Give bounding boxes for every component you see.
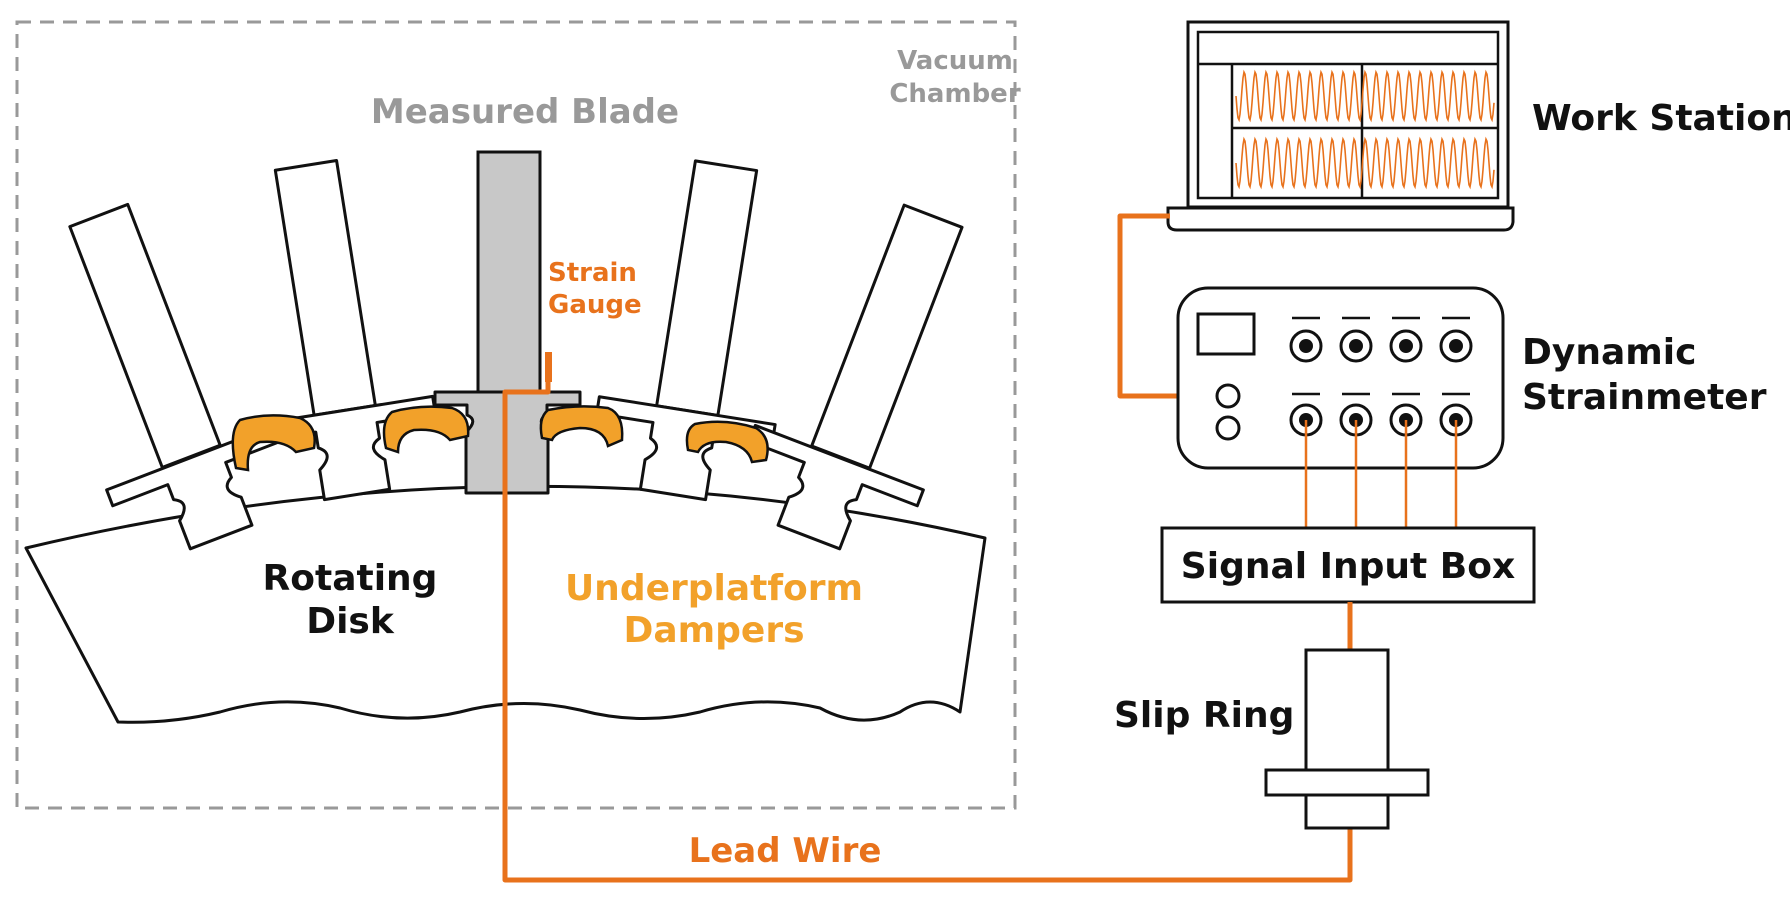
blade-4 <box>595 159 777 502</box>
waveform-bottom <box>1235 136 1495 190</box>
vacuum-chamber-box <box>15 20 1017 810</box>
damper-1 <box>231 414 316 472</box>
lead-wire-label: Lead Wire <box>689 831 882 871</box>
slip-ring <box>1264 648 1430 830</box>
damper-2 <box>382 405 470 454</box>
lead-wire <box>502 382 1353 883</box>
channel-wires <box>1304 420 1458 528</box>
workstation-cable <box>1117 213 1222 399</box>
strain-gauge-label-line1: Strain <box>548 258 637 288</box>
underplatform-label-line1: Underplatform <box>565 568 863 609</box>
slip-ring-label: Slip Ring <box>1114 695 1294 736</box>
strainmeter-top-ports <box>1289 316 1473 363</box>
vacuum-chamber-label-line2: Chamber <box>889 79 1020 109</box>
measured-blade-label: Measured Blade <box>371 92 679 132</box>
rotating-disk-label-line2: Disk <box>306 601 395 642</box>
damper-3 <box>539 405 624 448</box>
vacuum-chamber-label-line1: Vacuum <box>897 46 1013 76</box>
work-station-label: Work Station <box>1532 98 1790 139</box>
dynamic-strainmeter <box>1176 286 1505 470</box>
work-station <box>1166 20 1515 232</box>
blade-2 <box>255 159 437 502</box>
signal-input-box-label: Signal Input Box <box>1181 546 1515 587</box>
rotating-disk-label-line1: Rotating <box>263 558 438 599</box>
damper-4 <box>685 420 769 464</box>
strain-gauge-patch <box>545 352 552 382</box>
blade-5 <box>747 203 964 551</box>
strainmeter-label-line1: Dynamic <box>1522 332 1696 373</box>
signal-input-box <box>1160 526 1536 604</box>
waveform-top <box>1235 69 1495 123</box>
underplatform-label-line2: Dampers <box>623 610 804 651</box>
strainmeter-label-line2: Strainmeter <box>1522 377 1767 418</box>
strain-gauge-label-line2: Gauge <box>548 290 642 320</box>
